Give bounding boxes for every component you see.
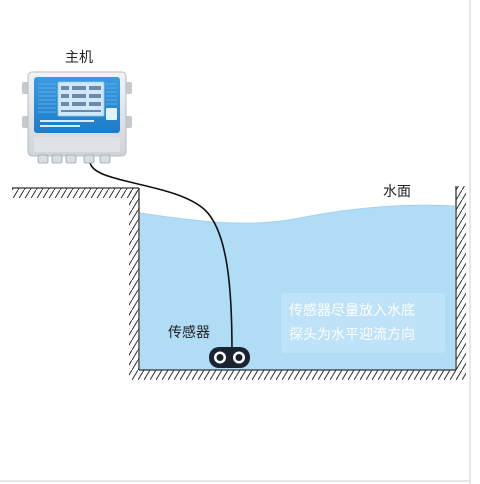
sensor-cable	[89, 161, 233, 353]
channel-right-wall	[455, 186, 466, 370]
channel-bottom	[129, 369, 466, 380]
sensor-label: 传感器	[168, 325, 210, 341]
water-surface-label: 水面	[383, 184, 411, 200]
water-body	[140, 205, 455, 370]
host-screen	[57, 81, 105, 117]
channel-left-wall	[129, 188, 140, 370]
host-label: 主机	[65, 50, 93, 66]
sensor-probe	[209, 347, 250, 368]
water-surface-line	[139, 204, 456, 224]
installation-note: 传感器尽量放入水底 探头为水平迎流方向	[281, 293, 445, 353]
ground-surface-left	[12, 187, 139, 198]
installation-note-line-1: 传感器尽量放入水底	[289, 303, 415, 319]
host-device	[22, 71, 132, 164]
installation-note-line-2: 探头为水平迎流方向	[289, 327, 415, 343]
